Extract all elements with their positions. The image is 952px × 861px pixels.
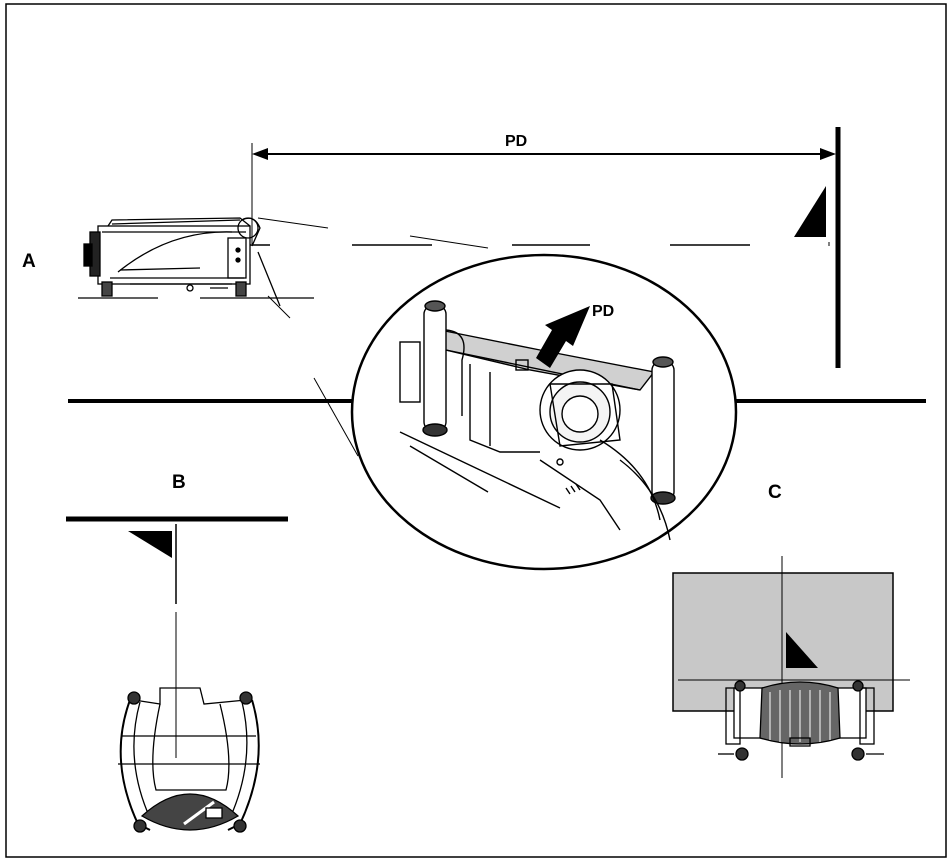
view-a-label: A — [22, 251, 36, 272]
leader-line-upper — [267, 295, 291, 319]
pd-dimension-label: PD — [505, 133, 527, 150]
screen-c-image-mark — [786, 632, 818, 668]
view-c-label: C — [768, 482, 782, 503]
pd-arrowhead-left — [252, 148, 268, 160]
view-b-label: B — [172, 472, 186, 493]
projector-top-view — [718, 680, 884, 761]
projector-side-view — [78, 217, 314, 307]
screen-b-image-mark — [128, 531, 172, 558]
magnified-detail: PD — [350, 253, 738, 571]
projector-ceiling-view — [118, 687, 260, 833]
diagram-frame — [5, 3, 947, 858]
leader-line-lower — [313, 377, 359, 457]
pd-callout-arrow — [536, 306, 590, 368]
beam-line-2 — [409, 235, 489, 249]
beam-line-1 — [257, 217, 329, 229]
pd-arrowhead-right — [820, 148, 836, 160]
pd-callout-label: PD — [592, 303, 614, 320]
screen-a-image-mark — [794, 186, 826, 237]
